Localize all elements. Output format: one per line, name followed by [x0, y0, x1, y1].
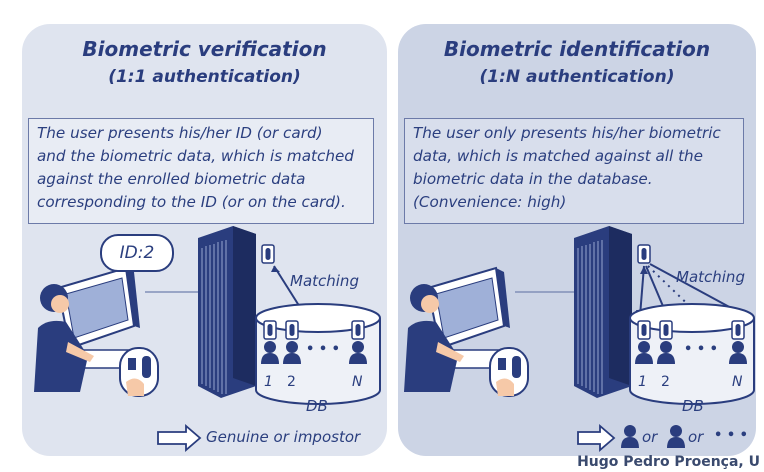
left-result-arrow: [157, 424, 202, 452]
right-user-label-2: 2: [661, 374, 670, 390]
left-matching-label: Matching: [290, 272, 359, 290]
verification-desc-line-1: The user presents his/her ID (or card): [37, 124, 323, 142]
right-probe-fingercard: [637, 244, 651, 264]
right-result-person-2: [667, 425, 685, 448]
verification-desc-line-4: corresponding to the ID (or on the card)…: [37, 193, 346, 211]
right-db-label: DB: [682, 397, 704, 415]
id-speech-bubble: ID:2: [100, 234, 174, 272]
right-db-fingercard-2: [659, 320, 673, 340]
identification-desc-line-3: biometric data in the database.: [413, 170, 653, 188]
right-result-arrow: [577, 424, 616, 452]
left-db-fingercard-1: [263, 320, 277, 340]
left-user-at-computer: [33, 267, 159, 397]
left-db-label: DB: [306, 397, 328, 415]
left-server-tower: [197, 225, 257, 399]
right-result-ellipsis: • • •: [714, 428, 748, 443]
verification-desc-line-3: against the enrolled biometric data: [37, 170, 306, 188]
image-credit: Hugo Pedro Proença, U: [577, 454, 760, 470]
right-user-label-n: N: [732, 374, 743, 390]
identification-description: The user only presents his/her biometric…: [404, 118, 744, 224]
verification-title: Biometric verification: [82, 37, 327, 61]
right-user-label-1: 1: [638, 374, 647, 390]
left-probe-fingercard: [261, 244, 275, 264]
left-user-label-n: N: [352, 374, 363, 390]
left-db-fingercard-2: [285, 320, 299, 340]
verification-subtitle: (1:1 authentication): [108, 67, 301, 87]
right-result-person-1: [621, 425, 639, 448]
identification-desc-line-1: The user only presents his/her biometric: [413, 124, 721, 142]
verification-panel: Biometric verification (1:1 authenticati…: [22, 24, 387, 456]
right-db-fingercard-1: [637, 320, 651, 340]
left-user-label-2: 2: [287, 374, 296, 390]
verification-description: The user presents his/her ID (or card) a…: [28, 118, 374, 224]
identification-subtitle: (1:N authentication): [479, 67, 675, 87]
identification-title: Biometric identification: [443, 37, 711, 61]
verification-desc-line-2: and the biometric data, which is matched: [37, 147, 354, 165]
verification-result-text: Genuine or impostor: [206, 428, 361, 446]
right-db-ellipsis: • • •: [684, 342, 718, 357]
left-db-fingercard-n: [351, 320, 365, 340]
left-db-ellipsis: • • •: [306, 342, 340, 357]
right-result-or-2: or: [688, 428, 704, 446]
right-matching-label: Matching: [676, 268, 745, 286]
identification-desc-line-4: (Convenience: high): [413, 193, 567, 211]
right-user-at-computer: [403, 267, 529, 397]
right-db-fingercard-n: [731, 320, 745, 340]
right-result-or-1: or: [642, 428, 658, 446]
left-user-label-1: 1: [264, 374, 273, 390]
identification-desc-line-2: data, which is matched against all the: [413, 147, 704, 165]
right-server-tower: [573, 225, 633, 399]
